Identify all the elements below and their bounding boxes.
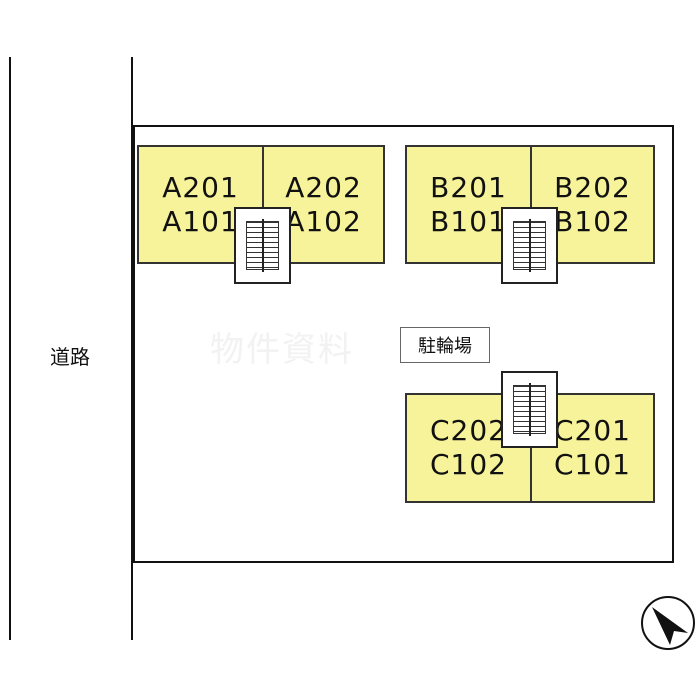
unit-a201-a101[interactable]: A201 A101 xyxy=(137,145,264,264)
road-label: 道路 xyxy=(50,345,90,369)
unit-label: C202 xyxy=(430,414,507,447)
staircase-a xyxy=(234,207,291,284)
watermark: 物件資料 xyxy=(210,330,354,370)
road-edge-left xyxy=(9,57,11,640)
unit-label: A202 xyxy=(285,170,362,204)
stair-divider xyxy=(528,219,531,272)
unit-label: A101 xyxy=(162,204,239,238)
unit-label: B102 xyxy=(554,204,631,238)
stair-divider xyxy=(528,383,531,436)
staircase-b xyxy=(501,207,558,284)
unit-label: C101 xyxy=(554,448,631,481)
unit-label: A201 xyxy=(162,170,239,204)
unit-a202-a102[interactable]: A202 A102 xyxy=(262,145,385,264)
road-edge-right xyxy=(131,57,133,640)
unit-label: B101 xyxy=(430,204,507,238)
unit-label: C201 xyxy=(554,414,631,447)
bicycle-parking-label: 駐輪場 xyxy=(400,327,490,363)
unit-label: A102 xyxy=(285,204,362,238)
unit-label: B201 xyxy=(430,170,507,204)
staircase-c xyxy=(501,371,558,448)
unit-label: C102 xyxy=(430,448,507,481)
north-arrow-icon xyxy=(641,596,695,650)
unit-label: B202 xyxy=(554,170,631,204)
stair-divider xyxy=(261,219,264,272)
